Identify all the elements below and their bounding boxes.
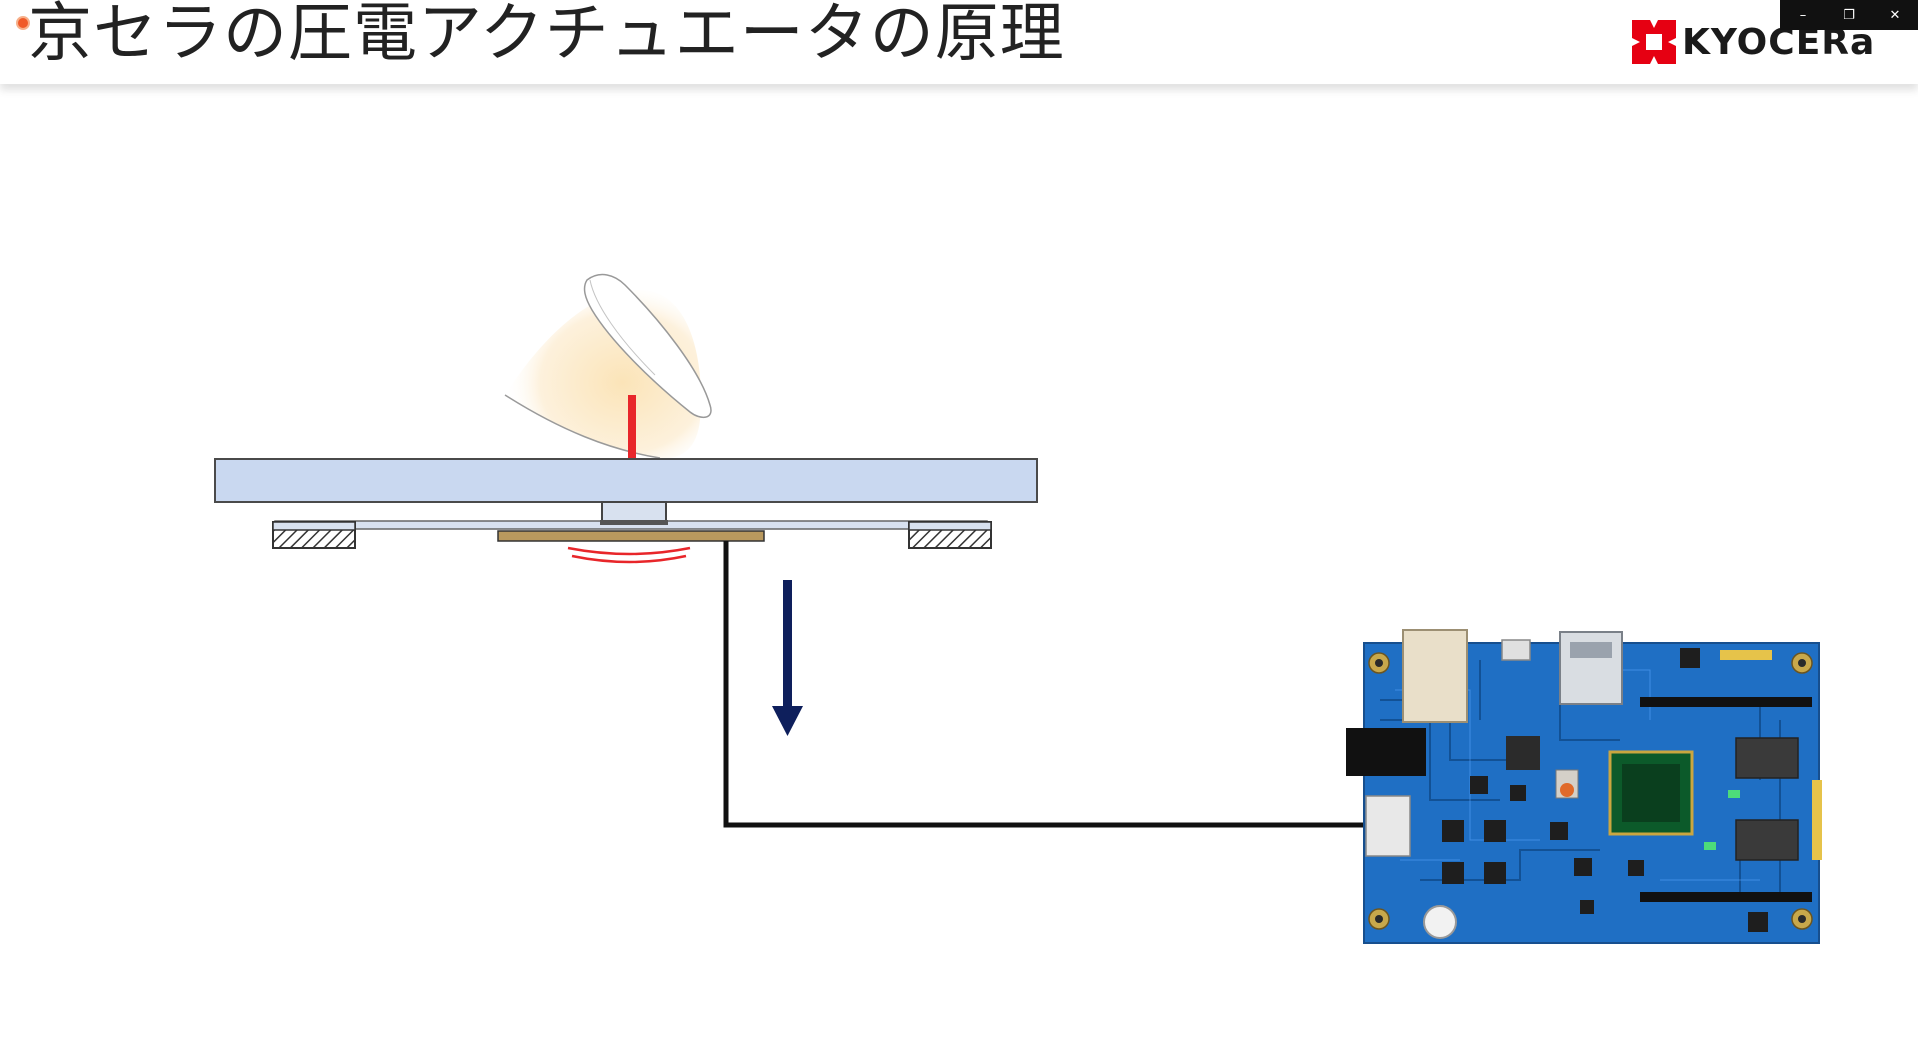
minimize-button[interactable]: – — [1799, 7, 1807, 23]
kyocera-logo: KYOCERa — [1632, 18, 1875, 66]
kyocera-mark-icon — [1632, 20, 1676, 64]
signal-wire — [723, 541, 1368, 828]
close-button[interactable]: ✕ — [1889, 7, 1901, 23]
spacer-block — [601, 501, 667, 523]
window-controls: – ❐ ✕ — [1780, 0, 1918, 30]
finger-press-icon — [504, 273, 712, 459]
piezo-element — [497, 530, 765, 542]
circuit-board-icon — [1346, 629, 1822, 944]
signal-direction-arrow — [772, 580, 803, 736]
restore-button[interactable]: ❐ — [1843, 7, 1855, 23]
vibration-waves — [567, 546, 691, 564]
slide-header: 京セラの圧電アクチュエータの原理 KYOCERa — [0, 0, 1918, 84]
touch-panel — [214, 458, 1038, 503]
recording-indicator-icon — [16, 16, 30, 30]
page-title: 京セラの圧電アクチュエータの原理 — [28, 0, 1065, 71]
